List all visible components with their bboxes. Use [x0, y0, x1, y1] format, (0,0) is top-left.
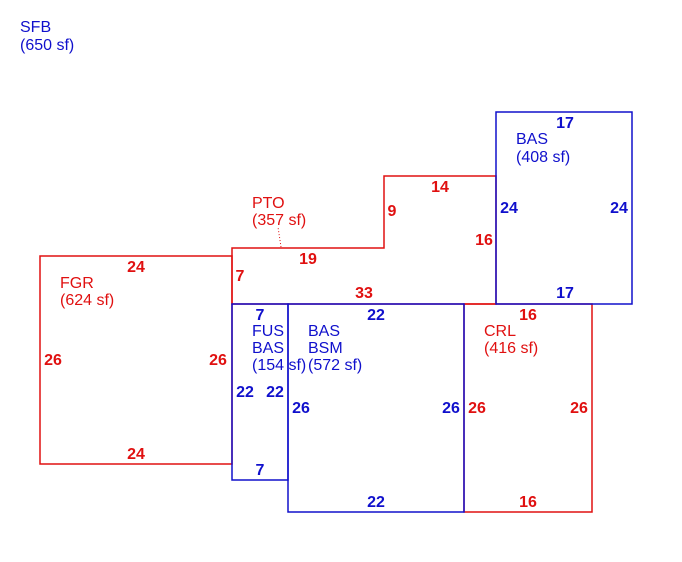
dim-fgr-south: 24	[127, 446, 145, 463]
dim-fgr-west: 26	[44, 352, 62, 369]
dim-pto-mid: 19	[299, 251, 317, 268]
fus-sub: BAS	[252, 340, 284, 357]
dim-pto-step: 9	[388, 203, 397, 220]
dim-bas-top-south: 17	[556, 285, 574, 302]
pto-area: (357 sf)	[252, 212, 306, 229]
pto-code: PTO	[252, 195, 285, 212]
dim-fus-north: 7	[256, 307, 265, 324]
crl-area: (416 sf)	[484, 340, 538, 357]
dim-bsm-east: 26	[442, 400, 460, 417]
bsm-sub: BSM	[308, 340, 343, 357]
sketch-area-label: (650 sf)	[20, 37, 74, 54]
fus-code: FUS	[252, 323, 284, 340]
dim-pto-right: 16	[475, 232, 493, 249]
fgr-code: FGR	[60, 275, 94, 292]
dim-fus-west: 22	[236, 384, 254, 401]
dim-bas-top-east: 24	[610, 200, 628, 217]
dim-crl-west: 26	[468, 400, 486, 417]
bsm-area: (572 sf)	[308, 357, 362, 374]
dim-bsm-south: 22	[367, 494, 385, 511]
dim-pto-south: 33	[355, 285, 373, 302]
bas-top-area: (408 sf)	[516, 149, 570, 166]
dim-bas-top-north: 17	[556, 115, 574, 132]
dim-crl-east: 26	[570, 400, 588, 417]
dim-bsm-west: 26	[292, 400, 310, 417]
dim-crl-north: 16	[519, 307, 537, 324]
bas-top-code: BAS	[516, 131, 548, 148]
bas-top-outline	[495, 111, 633, 305]
pto-leader-line	[277, 226, 282, 248]
dim-crl-south: 16	[519, 494, 537, 511]
bsm-code: BAS	[308, 323, 340, 340]
dim-fgr-north: 24	[127, 259, 145, 276]
dim-pto-left: 7	[236, 268, 245, 285]
dim-fgr-east: 26	[209, 352, 227, 369]
dim-pto-upper-north: 14	[431, 179, 449, 196]
dim-bsm-north: 22	[367, 307, 385, 324]
bsm-outline	[287, 303, 465, 513]
fgr-area: (624 sf)	[60, 292, 114, 309]
crl-code: CRL	[484, 323, 516, 340]
dim-fus-east: 22	[266, 384, 284, 401]
fus-area: (154 sf)	[252, 357, 306, 374]
dim-fus-south: 7	[256, 462, 265, 479]
dim-bas-top-west: 24	[500, 200, 518, 217]
sketch-code-label: SFB	[20, 19, 51, 36]
